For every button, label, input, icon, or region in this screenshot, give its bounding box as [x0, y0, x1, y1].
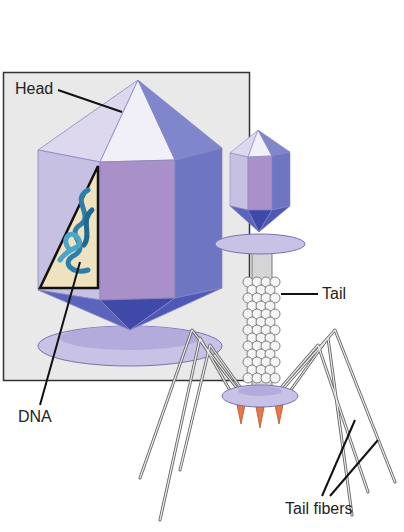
tail-fibers — [140, 330, 395, 520]
capsid-large — [38, 80, 222, 330]
part-label: DNA — [18, 408, 52, 426]
capsid-small — [230, 130, 290, 232]
baseplate — [222, 385, 298, 428]
part-label: Head — [15, 80, 53, 98]
dna-strand — [60, 190, 92, 271]
leader-line — [40, 262, 80, 405]
inset-box — [4, 73, 250, 381]
leader-line — [330, 440, 378, 496]
leader-line — [58, 90, 122, 112]
leader-line — [281, 293, 318, 295]
collar — [215, 234, 305, 254]
part-label: Tail — [322, 285, 346, 303]
dna-window — [40, 166, 98, 288]
tail-sheath — [243, 277, 280, 383]
part-label: Tail fibers — [285, 500, 353, 518]
